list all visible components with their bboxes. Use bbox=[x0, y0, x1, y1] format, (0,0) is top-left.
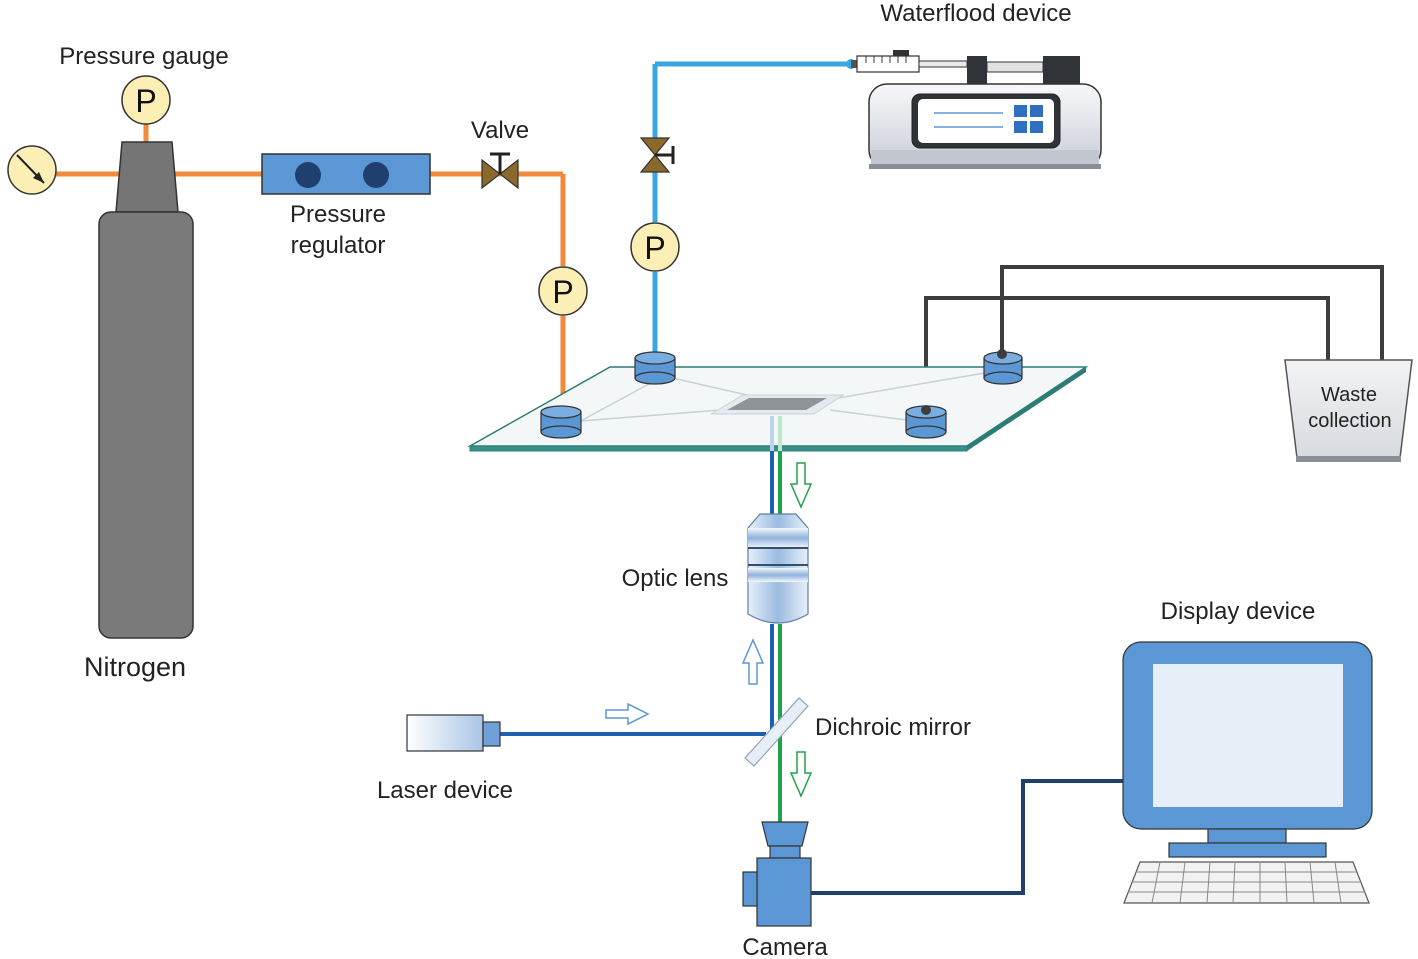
syringe-pump-icon bbox=[851, 50, 1102, 169]
svg-text:P: P bbox=[135, 83, 156, 119]
svg-text:P: P bbox=[644, 230, 665, 266]
data-cable bbox=[811, 779, 1125, 895]
pressure-gauge-icon: P bbox=[538, 266, 588, 316]
camera-icon bbox=[742, 821, 812, 927]
beam-through-chip bbox=[770, 416, 782, 451]
pressure-gauge-icon: P bbox=[121, 75, 171, 125]
inlet-port-water bbox=[634, 351, 676, 385]
laser-device-label: Laser device bbox=[377, 777, 513, 804]
inlet-port-gas bbox=[540, 405, 582, 439]
dichroic-mirror-label: Dichroic mirror bbox=[815, 714, 971, 741]
display-device-label: Display device bbox=[1161, 598, 1316, 625]
valve-icon bbox=[639, 137, 675, 173]
laser-icon bbox=[406, 714, 501, 752]
monitor-icon bbox=[1122, 641, 1373, 858]
dial-gauge-icon bbox=[7, 145, 57, 195]
water-line bbox=[652, 61, 851, 356]
pressure-gauge-label: Pressure gauge bbox=[59, 43, 228, 70]
laser-beam bbox=[500, 451, 774, 736]
outlet-dot-2 bbox=[997, 349, 1007, 359]
waste-collection-container bbox=[1284, 359, 1413, 462]
pressure-regulator bbox=[261, 153, 431, 195]
pressure-regulator-label-line2: regulator bbox=[291, 232, 386, 259]
waste-collection-label-line2: collection bbox=[1308, 410, 1391, 432]
pressure-gauge-icon: P bbox=[630, 222, 680, 272]
mirror-icon bbox=[744, 697, 809, 767]
optic-lens-label: Optic lens bbox=[622, 565, 729, 592]
valve-label: Valve bbox=[471, 117, 529, 144]
nitrogen-cylinder bbox=[98, 141, 194, 639]
pressure-regulator-label-line1: Pressure bbox=[290, 201, 386, 228]
camera-label: Camera bbox=[742, 934, 828, 959]
outlet-dot-1 bbox=[921, 405, 931, 415]
objective-lens-icon bbox=[747, 513, 809, 624]
svg-text:P: P bbox=[552, 274, 573, 310]
valve-icon bbox=[481, 152, 519, 190]
keyboard-icon bbox=[1123, 861, 1370, 904]
nitrogen-label: Nitrogen bbox=[84, 652, 186, 682]
drain-line bbox=[924, 265, 1384, 410]
waste-collection-label-line1: Waste bbox=[1321, 384, 1377, 406]
waterflood-device-label: Waterflood device bbox=[880, 0, 1071, 27]
flow-arrow-icon bbox=[605, 462, 813, 798]
